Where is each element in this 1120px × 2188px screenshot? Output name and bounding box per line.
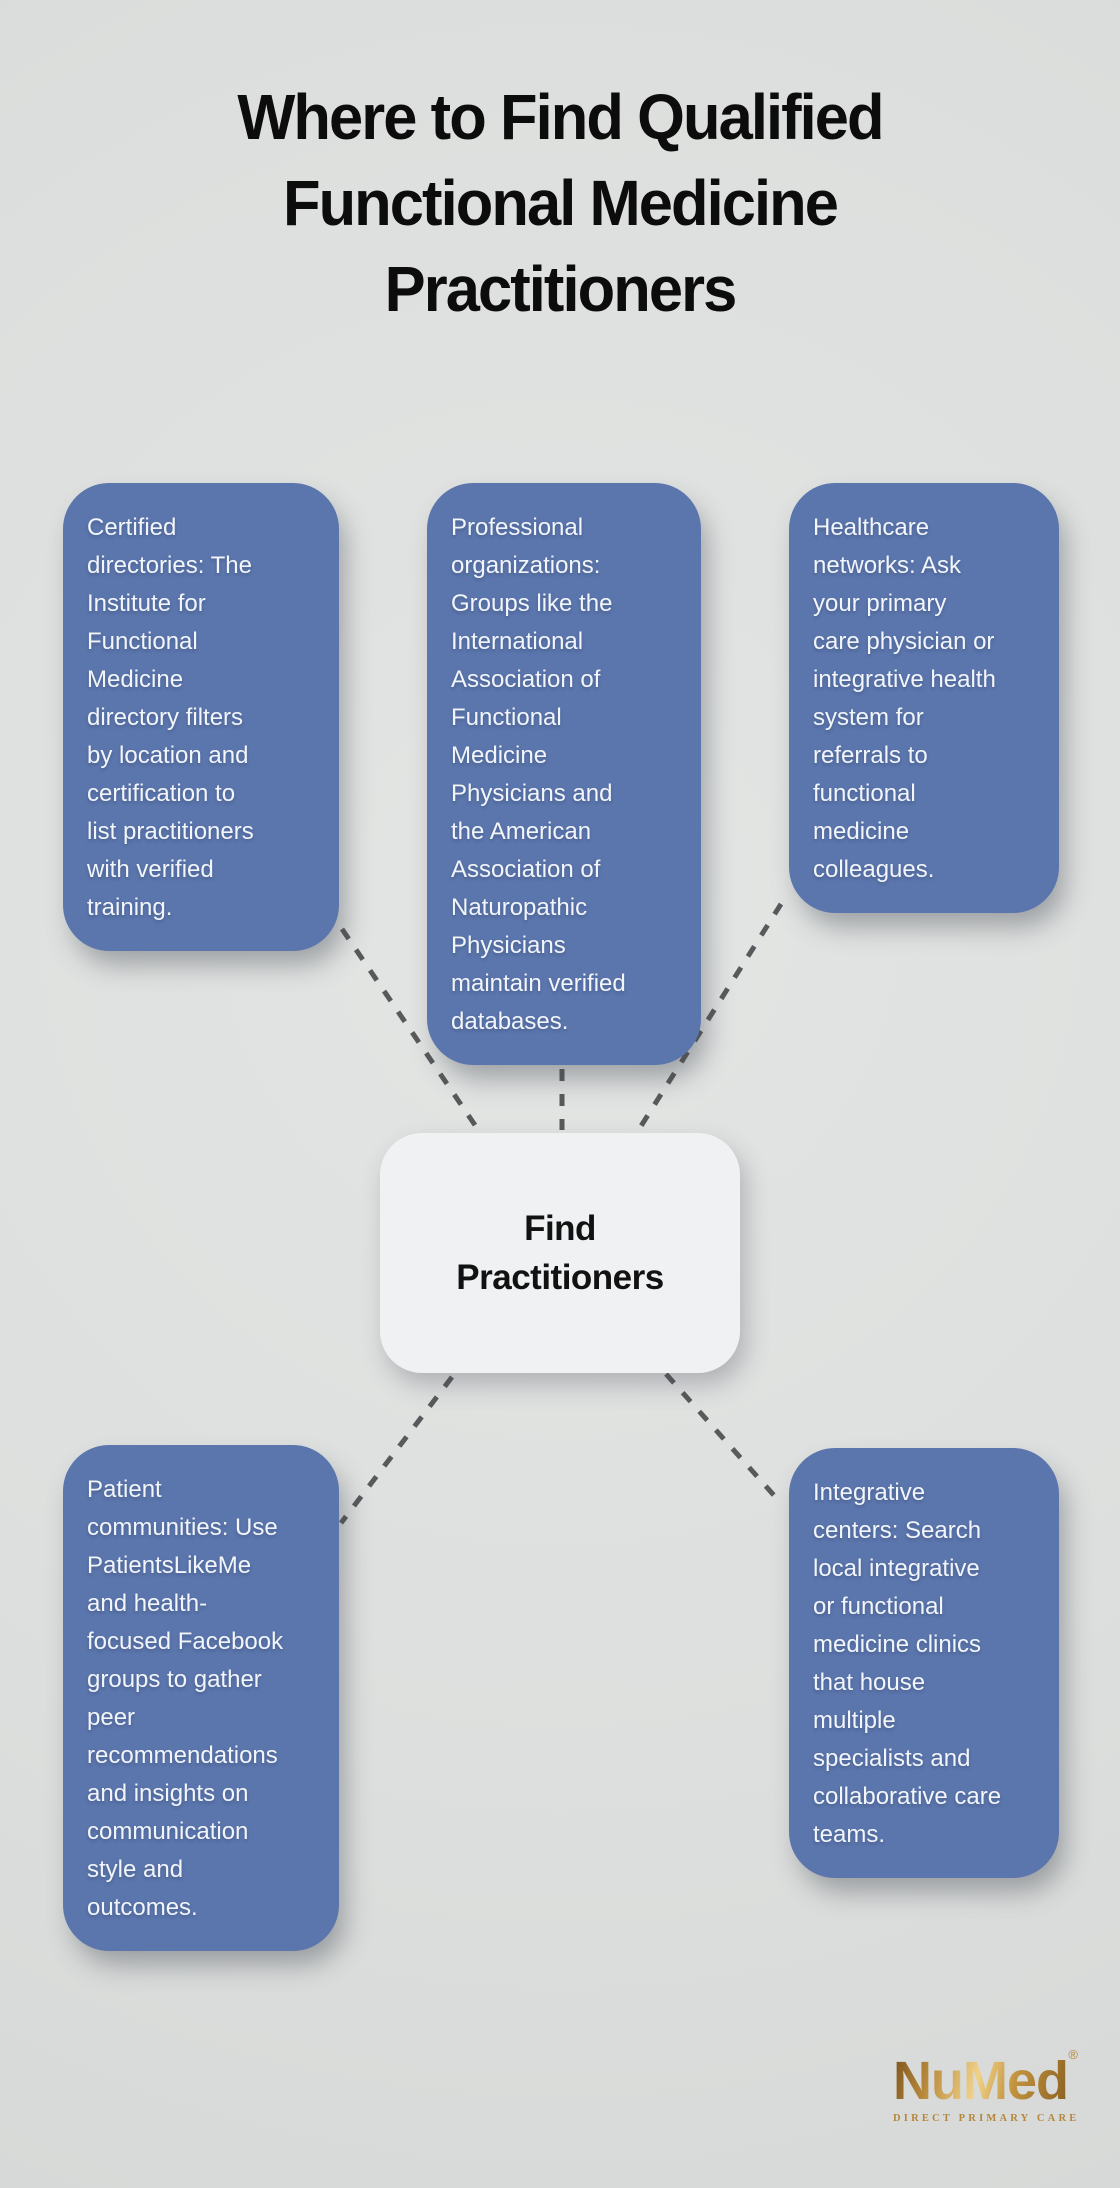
connector-patient-communities xyxy=(339,1375,454,1525)
node-text-integrative-centers: Integrative centers: Search local integr… xyxy=(813,1479,1002,1848)
connector-certified-directories xyxy=(339,927,484,1136)
registered-trademark-icon: ® xyxy=(1068,2047,1078,2062)
node-certified-directories: Certified directories: The Institute for… xyxy=(63,483,339,951)
connector-integrative-centers xyxy=(664,1372,781,1503)
node-patient-communities: Patient communities: Use PatientsLikeMe … xyxy=(63,1445,339,1951)
node-healthcare-networks: Healthcare networks: Ask your primary ca… xyxy=(789,483,1059,913)
center-node: Find Practitioners xyxy=(380,1133,740,1373)
brand-tagline: DIRECT PRIMARY CARE xyxy=(893,2113,1080,2124)
brand-lockup: NuMed ® xyxy=(893,2048,1078,2111)
node-integrative-centers: Integrative centers: Search local integr… xyxy=(789,1448,1059,1878)
node-text-healthcare-networks: Healthcare networks: Ask your primary ca… xyxy=(813,514,996,883)
node-text-certified-directories: Certified directories: The Institute for… xyxy=(87,514,254,921)
center-node-label: Find Practitioners xyxy=(456,1209,664,1297)
connector-healthcare-networks xyxy=(633,902,784,1136)
page-title: Where to Find Qualified Functional Medic… xyxy=(237,81,884,325)
node-text-patient-communities: Patient communities: Use PatientsLikeMe … xyxy=(87,1476,284,1921)
brand-name: NuMed xyxy=(893,2051,1069,2111)
node-text-professional-organizations: Professional organizations: Groups like … xyxy=(451,514,626,1035)
brand-logo: NuMed ® DIRECT PRIMARY CARE xyxy=(893,2048,1080,2124)
node-professional-organizations: Professional organizations: Groups like … xyxy=(427,483,701,1065)
